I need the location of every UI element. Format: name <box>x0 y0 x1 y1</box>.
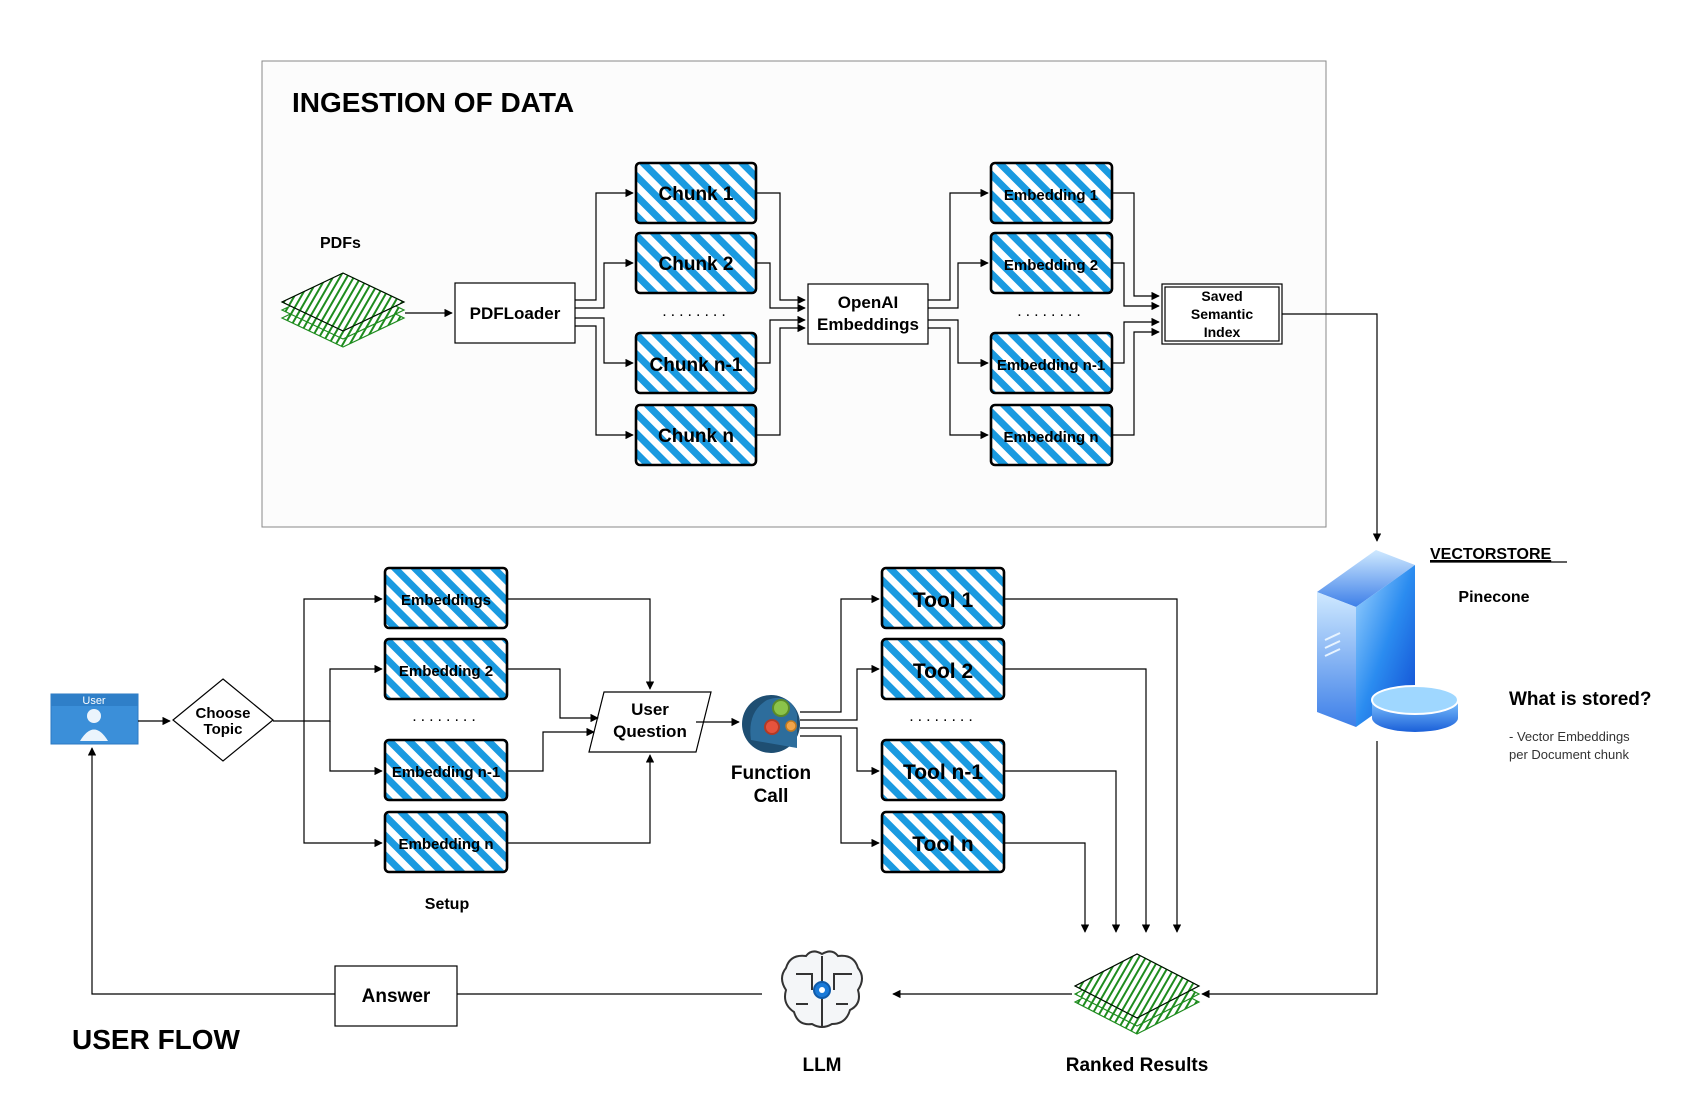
user-question-line1: User <box>631 700 669 719</box>
embedding-label: Embedding 1 <box>1004 187 1098 204</box>
user-question-line2: Question <box>613 722 687 741</box>
user-badge: User <box>50 693 139 745</box>
tool-label: Tool 2 <box>913 660 973 683</box>
user-flow-title: USER FLOW <box>72 1024 241 1055</box>
chunk-1: Chunk 1 <box>634 161 758 225</box>
ranked-results-label: Ranked Results <box>1066 1055 1209 1076</box>
function-call-icon: Function Call <box>731 695 811 807</box>
chunk-n-1: Chunk n-1 <box>634 331 758 395</box>
ingestion-title: INGESTION OF DATA <box>292 87 574 118</box>
index-label-line1: Saved <box>1201 288 1242 304</box>
chunk-n: Chunk n <box>634 403 758 467</box>
tool-label: Tool n <box>912 833 973 856</box>
stored-note-line1: - Vector Embeddings <box>1509 729 1630 744</box>
setup-item-label: Embeddings <box>401 592 491 609</box>
answer-label: Answer <box>362 986 431 1007</box>
function-call-line1: Function <box>731 763 811 784</box>
tool-ellipsis: ........ <box>909 708 977 725</box>
tool-1: Tool 1 <box>880 566 1006 630</box>
chunk-2: Chunk 2 <box>634 231 758 295</box>
embedding-1: Embedding 1 <box>989 161 1114 225</box>
setup-item-label: Embedding n <box>399 836 494 853</box>
embedding-label: Embedding n-1 <box>997 357 1105 374</box>
llm-brain-icon: LLM <box>781 950 863 1076</box>
tool-label: Tool 1 <box>913 589 974 612</box>
chunk-ellipsis: ........ <box>662 303 730 320</box>
choose-topic-line1: Choose <box>195 705 250 722</box>
database-disk-icon <box>1371 685 1459 732</box>
ingestion-connectors <box>405 188 1382 542</box>
tool-n: Tool n <box>880 810 1006 874</box>
choose-topic-line2: Topic <box>204 721 243 738</box>
user-avatar-body <box>80 729 108 741</box>
pdfloader-label: PDFLoader <box>470 304 561 323</box>
pinecone-label: Pinecone <box>1458 589 1529 606</box>
embedding-n: Embedding n <box>989 403 1114 467</box>
answer-box: Answer <box>334 965 458 1027</box>
chunk-label: Chunk n <box>658 426 734 447</box>
setup-label: Setup <box>425 896 470 913</box>
openai-label-line1: OpenAI <box>838 293 898 312</box>
chunk-label: Chunk n-1 <box>650 355 743 376</box>
setup-item-label: Embedding 2 <box>399 663 493 680</box>
vectorstore-group: VECTORSTORE Pinecone What is stored? - V… <box>1317 546 1652 762</box>
embedding-2: Embedding 2 <box>989 231 1114 295</box>
llm-label: LLM <box>802 1055 841 1076</box>
stored-note-line2: per Document chunk <box>1509 747 1629 762</box>
user-badge-label: User <box>82 695 106 707</box>
user-avatar-head <box>87 709 101 723</box>
pdfs-icon: PDFs <box>280 235 406 348</box>
setup-item-label: Embedding n-1 <box>392 764 500 781</box>
setup-ellipsis: ........ <box>412 708 480 725</box>
pdfloader-box: PDFLoader <box>454 282 576 344</box>
saved-semantic-index-box: Saved Semantic Index <box>1161 283 1283 345</box>
embedding-label: Embedding 2 <box>1004 257 1098 274</box>
index-label-line3: Index <box>1204 324 1241 340</box>
function-call-line2: Call <box>754 786 789 807</box>
chunk-label: Chunk 1 <box>659 184 734 205</box>
setup-embedding-n: Embedding n <box>383 810 509 874</box>
chunk-label: Chunk 2 <box>659 254 734 275</box>
tool-label: Tool n-1 <box>903 761 983 784</box>
userflow-connectors <box>87 594 1378 999</box>
embedding-label: Embedding n <box>1004 429 1099 446</box>
setup-embeddings: Embeddings <box>383 566 509 630</box>
tool-n-1: Tool n-1 <box>880 738 1006 802</box>
what-is-stored-label: What is stored? <box>1509 689 1652 710</box>
vectorstore-title: VECTORSTORE <box>1430 546 1552 563</box>
ingestion-panel: INGESTION OF DATA <box>261 60 1327 528</box>
embedding-ellipsis: ........ <box>1017 303 1085 320</box>
setup-embedding-n-1: Embedding n-1 <box>383 738 509 802</box>
choose-topic-diamond: Choose Topic <box>172 678 274 762</box>
pdfs-label: PDFs <box>320 235 361 252</box>
openai-embeddings-box: OpenAI Embeddings <box>807 283 929 345</box>
setup-embedding-2: Embedding 2 <box>383 637 509 701</box>
tool-2: Tool 2 <box>880 637 1006 701</box>
index-label-line2: Semantic <box>1191 306 1253 322</box>
embedding-n-1: Embedding n-1 <box>989 331 1114 395</box>
ranked-results-icon: Ranked Results <box>1066 953 1209 1076</box>
user-question-box: User Question <box>588 691 712 753</box>
openai-label-line2: Embeddings <box>817 315 919 334</box>
